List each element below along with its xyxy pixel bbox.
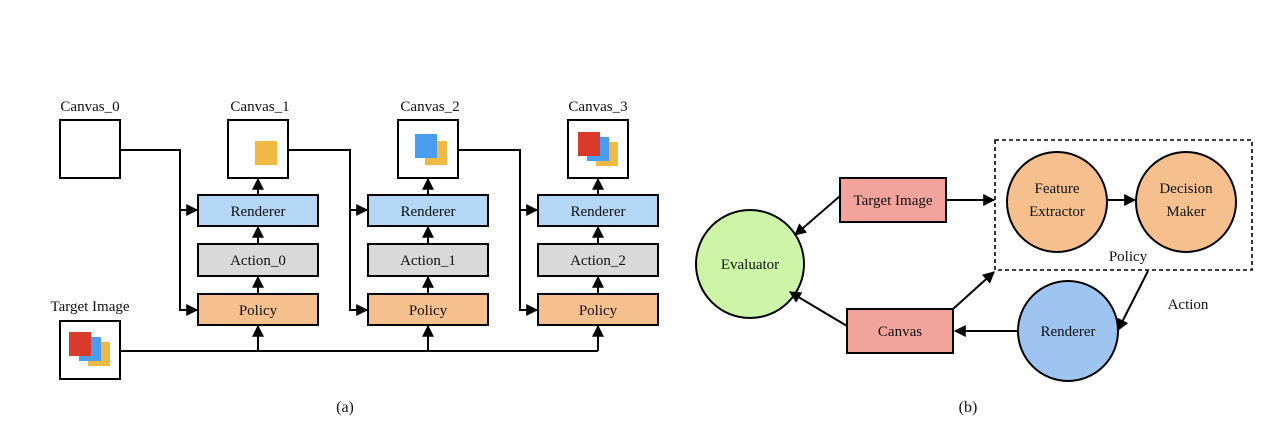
policy-label-2: Policy [579,303,618,319]
action-label-0: Action_0 [230,253,286,269]
canvas-1-yellow-stroke [255,141,277,165]
canvas-2-blue-stroke [415,134,437,158]
target-image-label: Target Image [50,299,129,315]
target-image-node-label: Target Image [853,193,932,209]
arrow-canvas0-policy [179,210,199,316]
evaluator-label: Evaluator [721,257,779,273]
policy-container-label: Policy [1109,249,1148,265]
canvas-1-label: Canvas_1 [230,99,289,115]
evaluator-node [695,209,805,319]
arrow-canvas-policy [952,271,995,310]
decision-maker-line1: Decision [1159,181,1213,197]
target-red-stroke [69,332,91,356]
renderer-label-2: Renderer [571,204,626,220]
canvas-2-label: Canvas_2 [400,99,459,115]
arrow-canvas1-policy [349,210,369,316]
canvas-0-label: Canvas_0 [60,99,119,115]
policy-box-0 [197,293,319,326]
arrow-policy-renderer [1117,270,1149,332]
renderer-label-0: Renderer [231,204,286,220]
decision-maker-node [1135,151,1237,253]
action-label: Action [1168,297,1209,313]
arrow-target-evaluator [794,195,841,236]
action-label-2: Action_2 [570,253,626,269]
decision-maker-line2: Maker [1166,204,1205,220]
canvas-3-red-stroke [578,132,600,156]
feature-extractor-line2: Extractor [1029,204,1085,220]
arrow-canvas2-renderer [458,149,539,216]
policy-label-1: Policy [409,303,448,319]
renderer-label-1: Renderer [401,204,456,220]
arrow-canvas2-policy [519,210,539,316]
caption-b: (b) [959,399,978,416]
caption-a: (a) [336,399,354,416]
action-label-1: Action_1 [400,253,456,269]
arrow-canvas-evaluator [788,291,848,327]
canvas-node [846,308,954,354]
policy-box-2 [537,293,659,326]
feature-extractor-node [1006,151,1108,253]
policy-label-0: Policy [239,303,278,319]
canvas-0-box [59,119,121,179]
arrow-canvas0-renderer [120,149,199,216]
arrow-canvas1-renderer [288,149,369,216]
panel-b: Target Image Feature Extractor Decision … [695,139,1253,416]
action-box-1 [367,243,489,277]
canvas-3-label: Canvas_3 [568,99,627,115]
renderer-node-label: Renderer [1041,324,1096,340]
feature-extractor-line1: Feature [1035,181,1080,197]
action-box-2 [537,243,659,277]
panel-a: Canvas_0 Canvas_1 Canvas_2 Canvas_3 Rend… [50,99,659,416]
canvas-node-label: Canvas [878,324,922,340]
